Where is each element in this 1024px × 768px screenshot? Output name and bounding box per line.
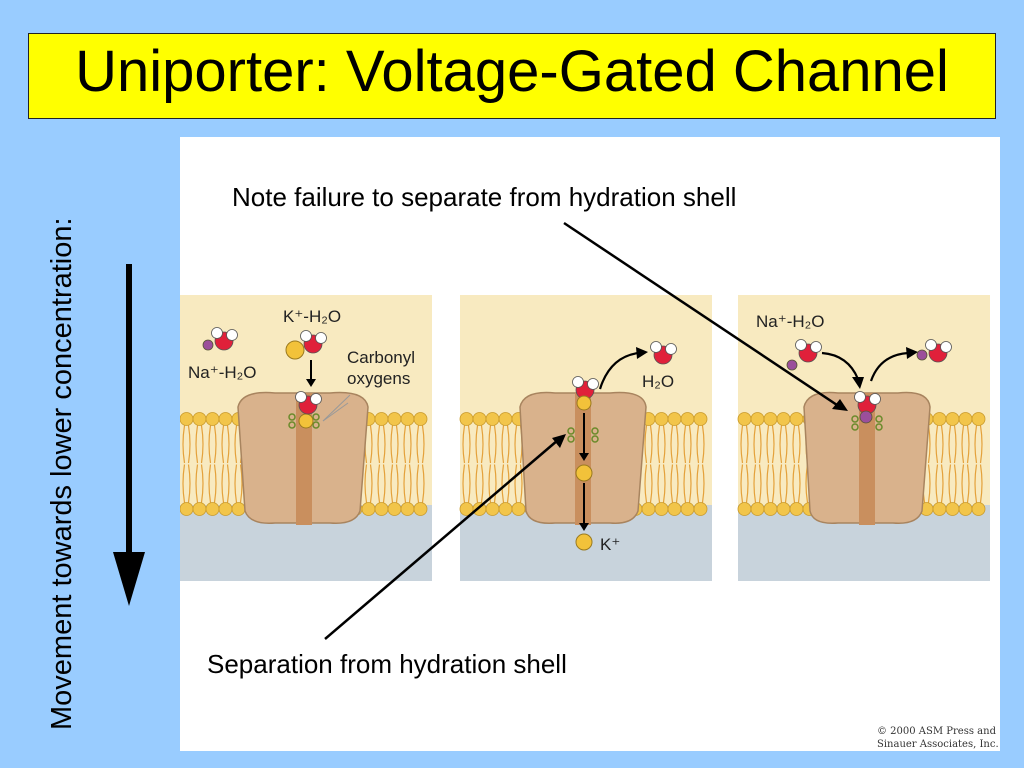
- potassium-ion-in-pore: [575, 464, 593, 482]
- top-annotation: Note failure to separate from hydration …: [232, 182, 737, 212]
- pointer-line-bottom: [324, 439, 559, 640]
- copyright-line-2: Sinauer Associates, Inc.: [877, 739, 999, 750]
- pointer-arrowhead-bottom: [552, 434, 566, 448]
- channel-figure: K⁺-H₂O Na⁺-H₂O Carbonyl oxygens: [180, 221, 990, 640]
- title-box: Uniporter: Voltage-Gated Channel: [28, 33, 996, 119]
- pointer-line-top: [563, 221, 841, 409]
- down-arrow: [113, 264, 145, 606]
- carbonyl-oxygens-2: [567, 427, 599, 443]
- carbonyl-label-line1: Carbonyl: [347, 348, 415, 367]
- na-water-label-1: Na⁺-H₂O: [188, 363, 256, 382]
- membrane-panel-3: Na⁺-H₂O: [737, 295, 990, 581]
- water-label-2: H₂O: [642, 372, 674, 391]
- carbonyl-oxygens-1: [288, 413, 320, 429]
- carbonyl-oxygens-3: [851, 415, 883, 431]
- bottom-annotation: Separation from hydration shell: [207, 649, 567, 679]
- carbonyl-label-line2: oxygens: [347, 369, 410, 388]
- k-ion-pair-1: [285, 330, 327, 360]
- na-pair-released-3: [916, 339, 952, 363]
- k-water-label-1: K⁺-H₂O: [283, 307, 341, 326]
- slide-title: Uniporter: Voltage-Gated Channel: [75, 39, 949, 104]
- potassium-ion-in-channel-1: [298, 413, 314, 429]
- k-label-2: K⁺: [600, 535, 620, 554]
- na-water-label-3: Na⁺-H₂O: [756, 312, 824, 331]
- na-ion-pair-1: [202, 327, 238, 351]
- copyright-line-1: © 2000 ASM Press and: [877, 726, 996, 737]
- channel-protein-3: [803, 391, 931, 525]
- pointer-arrowhead-top: [832, 399, 848, 411]
- membrane-panel-2: K⁺ H₂O: [459, 295, 712, 581]
- potassium-ion-released: [575, 533, 593, 551]
- potassium-ion-entering: [576, 395, 592, 411]
- na-ion-pair-3: [786, 339, 822, 371]
- copyright-notice: © 2000 ASM Press and Sinauer Associates,…: [877, 725, 999, 751]
- sodium-ion-in-channel: [859, 410, 873, 424]
- figure-panel: K⁺-H₂O Na⁺-H₂O Carbonyl oxygens: [180, 137, 1000, 751]
- side-label: Movement towards lower concentration:: [46, 217, 78, 730]
- membrane-panel-1: K⁺-H₂O Na⁺-H₂O Carbonyl oxygens: [180, 295, 432, 581]
